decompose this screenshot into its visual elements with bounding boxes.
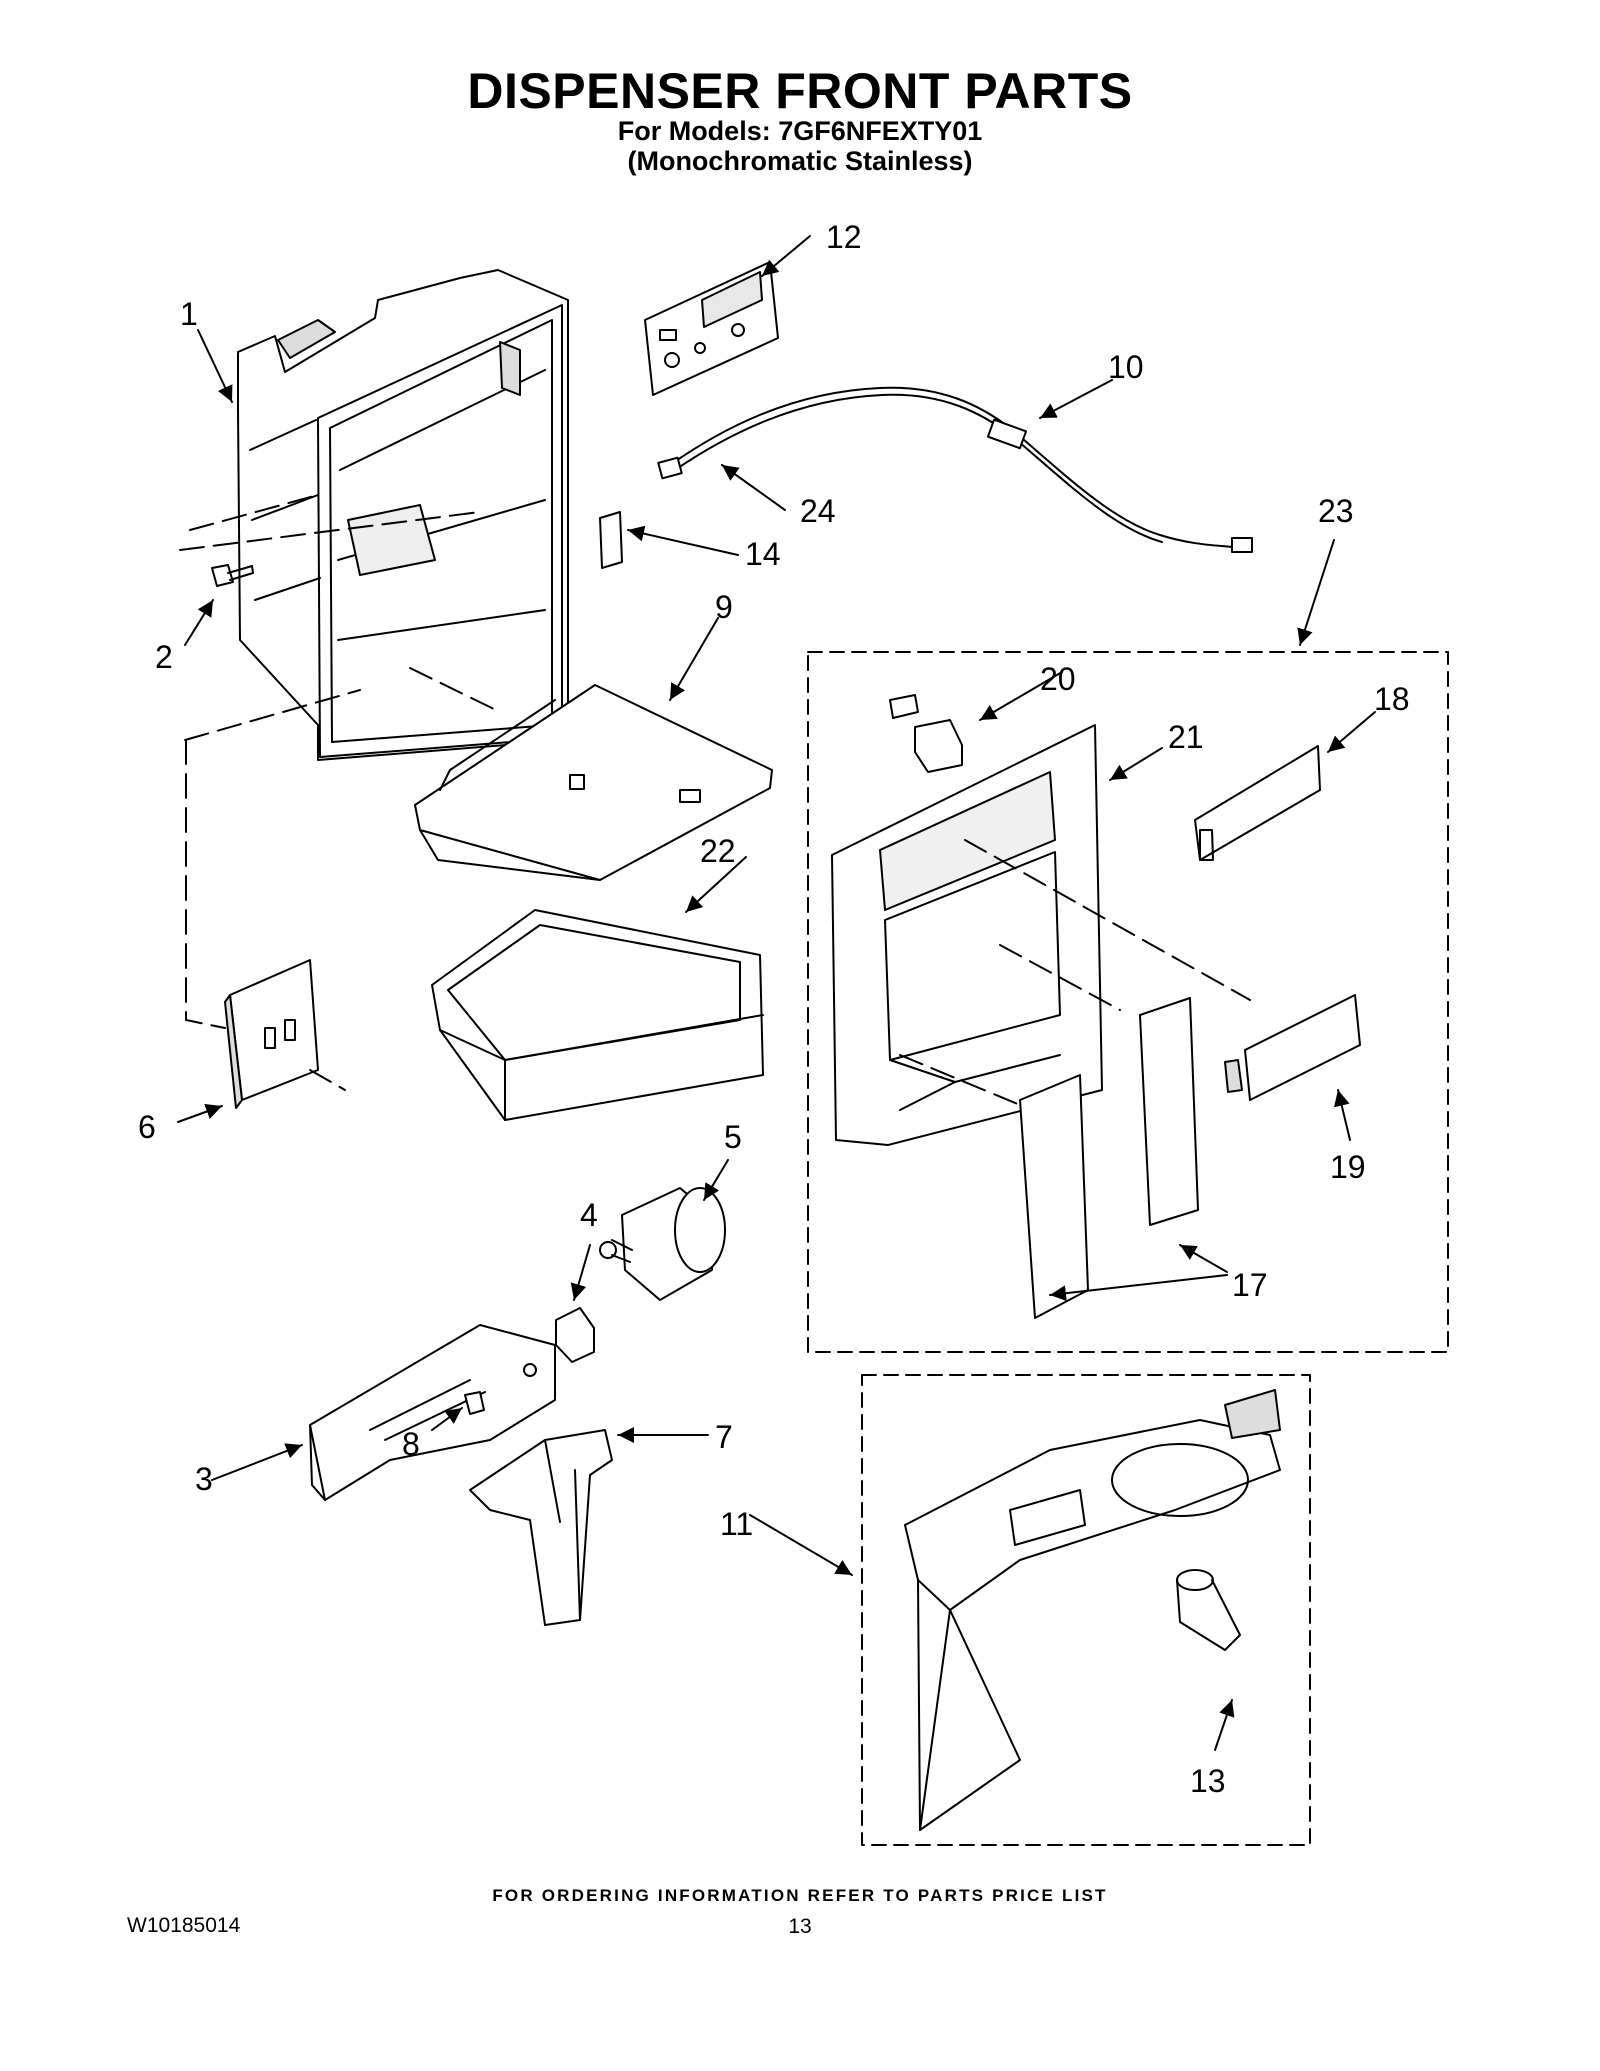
callout-10: 10 [1108,349,1144,385]
assembly-lines [179,494,1251,1106]
callout-17: 17 [1232,1267,1268,1303]
part-10-wire-harness [657,386,1253,553]
part-9-paddle-cover [414,684,773,881]
part-13-spout [1176,1569,1241,1651]
page-title: DISPENSER FRONT PARTS [467,63,1133,119]
ordering-note: FOR ORDERING INFORMATION REFER TO PARTS … [492,1886,1108,1905]
part-17-paddles [1019,997,1199,1319]
part-6-bracket [224,959,319,1109]
part-18-bracket [1194,745,1321,861]
part-11-ice-chute [904,1389,1281,1831]
callout-2: 2 [155,639,173,675]
callout-18: 18 [1374,681,1410,717]
part-20-socket [889,694,963,773]
callout-9: 9 [715,589,733,625]
callout-21: 21 [1168,719,1204,755]
document-number: W10185014 [127,1914,241,1937]
part-12-control-board [644,261,779,396]
page-number: 13 [788,1915,812,1938]
callout-19: 19 [1330,1149,1366,1185]
callout-1: 1 [180,296,198,332]
part-23-assembly-boundary [807,651,1449,1353]
part-5-motor [599,1187,726,1301]
part-7-paddle-arm [469,1429,613,1626]
part-4-coupling [555,1307,595,1363]
part-11-assembly-boundary [861,1374,1311,1846]
variant-line: (Monochromatic Stainless) [627,146,973,176]
callout-7: 7 [715,1419,733,1455]
part-22-drip-tray [431,909,764,1121]
callout-11: 11 [720,1506,753,1542]
leader-arrows [177,235,1376,1751]
part-14-clip [599,511,623,569]
callout-24: 24 [800,493,836,529]
models-line: For Models: 7GF6NFEXTY01 [617,116,983,146]
part-19-control-panel [1224,994,1361,1101]
callout-5: 5 [724,1119,742,1155]
part-2-screw [211,564,254,587]
callout-8: 8 [402,1426,420,1462]
callout-6: 6 [138,1109,156,1145]
callout-12: 12 [826,219,862,255]
callout-labels: 1 2 3 4 5 6 7 8 9 10 11 12 13 14 17 18 1… [138,219,1410,1799]
part-1-dispenser-housing [237,269,569,761]
part-8-screw [464,1391,485,1415]
callout-14: 14 [745,536,781,572]
part-21-dispenser-front [831,724,1103,1146]
callout-20: 20 [1040,661,1076,697]
callout-22: 22 [700,833,736,869]
callout-4: 4 [580,1197,598,1233]
callout-3: 3 [195,1461,213,1497]
callout-23: 23 [1318,493,1354,529]
callout-13: 13 [1190,1763,1226,1799]
